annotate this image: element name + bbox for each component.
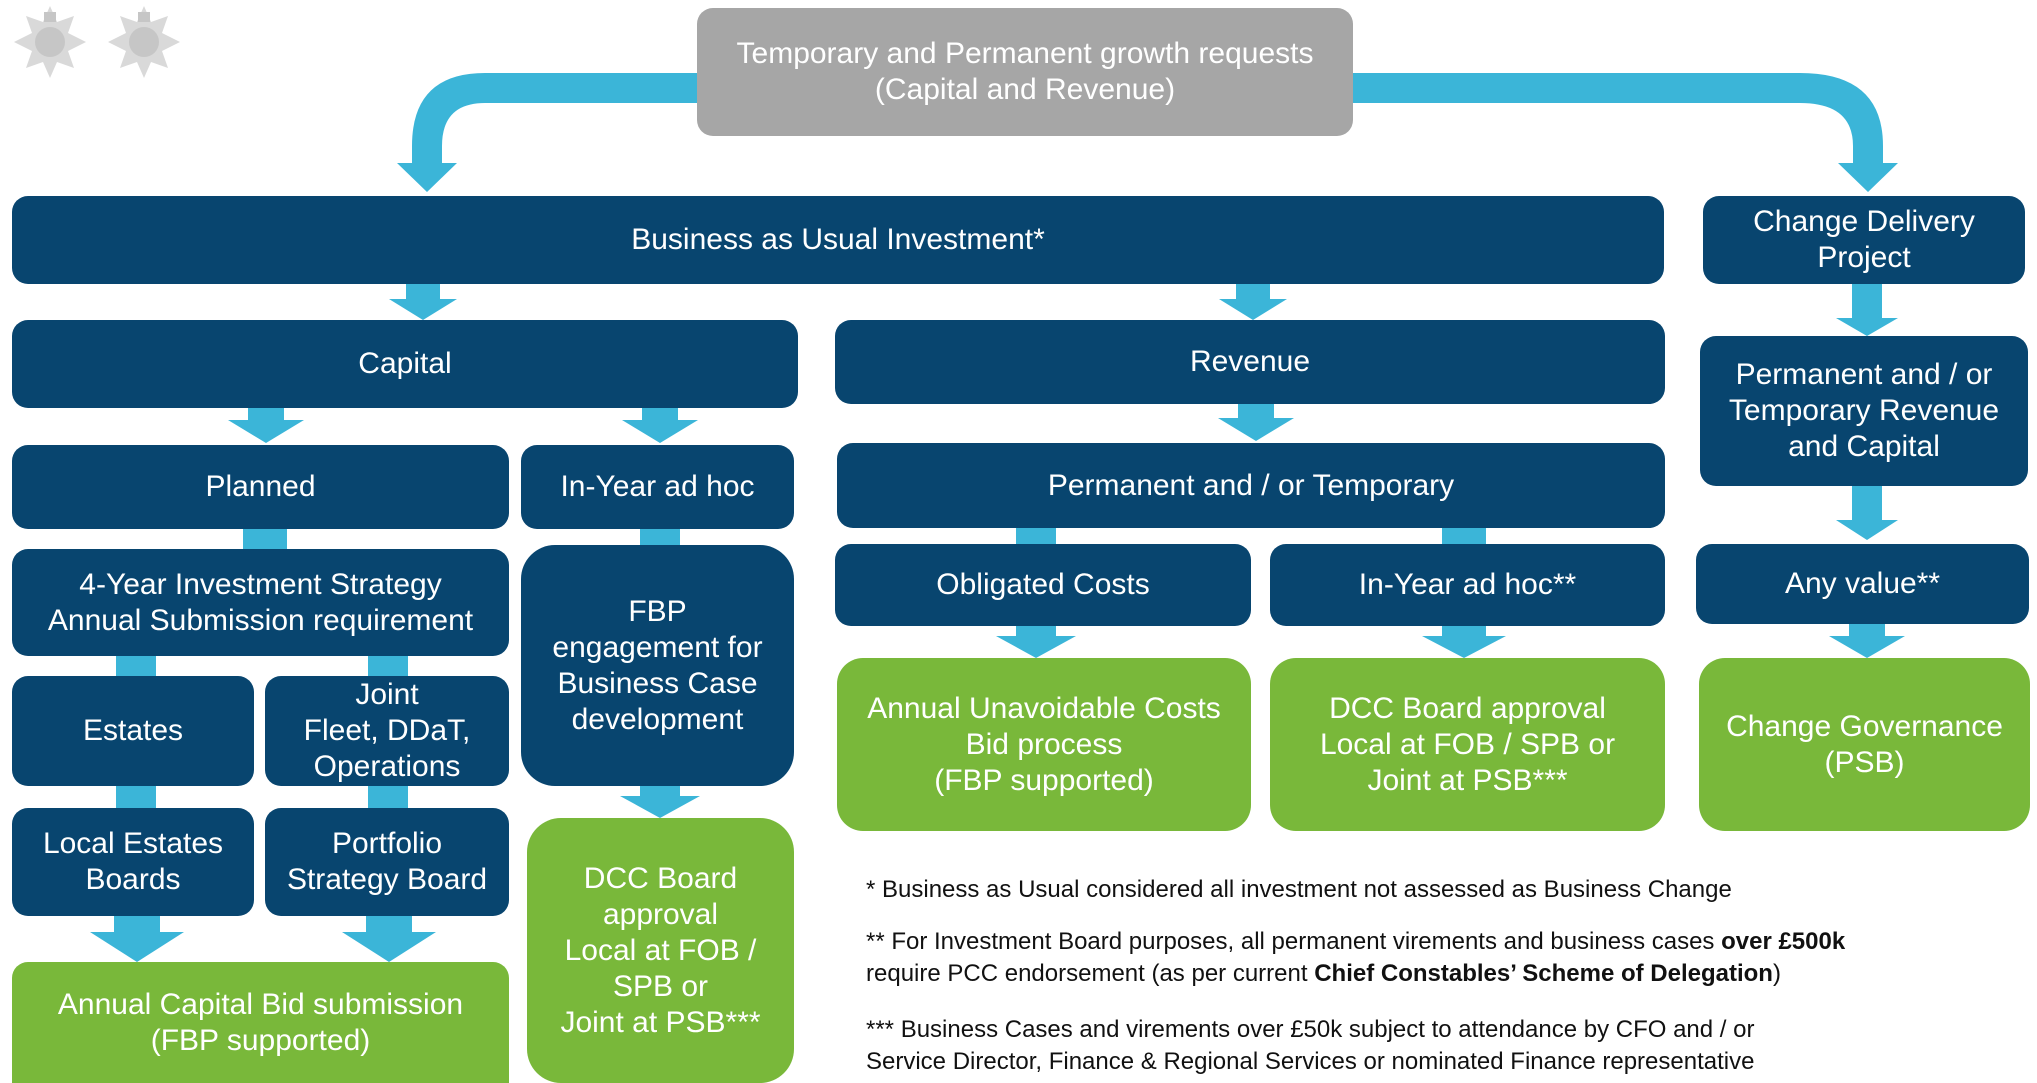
- police-crest-icon: [108, 6, 180, 78]
- footnote-3: *** Business Cases and virements over £5…: [866, 1014, 2016, 1078]
- capital-inyear-box: In-Year ad hoc: [521, 445, 794, 529]
- link-permtemp-obligated: [1016, 528, 1056, 544]
- arrow-obligated-green: [996, 626, 1076, 658]
- revenue-box: Revenue: [835, 320, 1665, 404]
- joint-label: Joint Fleet, DDaT, Operations: [303, 678, 471, 783]
- arrow-bau-revenue: [1219, 284, 1287, 320]
- link-strategy-estates: [116, 656, 156, 676]
- link-inyear-fbp: [640, 529, 680, 545]
- link-estates-local: [116, 786, 156, 808]
- perm-temp-revenue-capital-label: Permanent and / or Temporary Revenue and…: [1728, 358, 2000, 463]
- arrow-bau-capital: [389, 284, 457, 320]
- arrow-fbp-dcc: [620, 786, 700, 818]
- footnote-1-text: * Business as Usual considered all inves…: [866, 876, 1732, 903]
- perm-temp-revenue-capital-box: Permanent and / or Temporary Revenue and…: [1700, 336, 2028, 486]
- growth-requests-label: Temporary and Permanent growth requests …: [736, 37, 1314, 106]
- dcc-revenue-box: DCC Board approval Local at FOB / SPB or…: [1270, 658, 1665, 831]
- dcc-revenue-label: DCC Board approval Local at FOB / SPB or…: [1319, 691, 1616, 797]
- footnote-2: ** For Investment Board purposes, all pe…: [866, 926, 2016, 990]
- footnote-3-text-a: *** Business Cases and virements over £5…: [866, 1016, 1755, 1043]
- fbp-engagement-label: FBP engagement for Business Case develop…: [552, 594, 763, 736]
- revenue-label: Revenue: [1189, 345, 1311, 378]
- annual-unavoidable-label: Annual Unavoidable Costs Bid process (FB…: [867, 691, 1221, 797]
- any-value-label: Any value**: [1784, 567, 1941, 600]
- obligated-costs-label: Obligated Costs: [936, 568, 1150, 601]
- perm-or-temp-label: Permanent and / or Temporary: [1047, 468, 1455, 502]
- change-delivery-label: Change Delivery Project: [1753, 205, 1975, 274]
- portfolio-strategy-board-label: Portfolio Strategy Board: [286, 827, 488, 896]
- change-delivery-box: Change Delivery Project: [1703, 196, 2025, 284]
- arrow-anyvalue-green: [1829, 624, 1905, 658]
- planned-box: Planned: [12, 445, 509, 529]
- arrow-change-perm: [1836, 284, 1898, 336]
- joint-box: Joint Fleet, DDaT, Operations: [265, 676, 509, 786]
- dcc-capital-label: DCC Board approval Local at FOB / SPB or…: [560, 861, 761, 1039]
- footnote-2-text-a: ** For Investment Board purposes, all pe…: [866, 928, 1722, 955]
- arrow-perm-anyvalue: [1836, 486, 1898, 540]
- dcc-capital-box: DCC Board approval Local at FOB / SPB or…: [527, 818, 794, 1083]
- fbp-engagement-box: FBP engagement for Business Case develop…: [521, 545, 794, 786]
- planned-label: Planned: [205, 470, 316, 503]
- link-joint-portfolio: [368, 786, 408, 808]
- footnote-3-text-b: Service Director, Finance & Regional Ser…: [866, 1048, 1755, 1075]
- arrow-capital-planned: [228, 408, 304, 443]
- bau-investment-label: Business as Usual Investment*: [631, 223, 1045, 256]
- footnote-1: * Business as Usual considered all inves…: [866, 874, 2016, 906]
- change-governance-label: Change Governance (PSB): [1726, 709, 2003, 779]
- estates-box: Estates: [12, 676, 254, 786]
- arrow-local-annual: [90, 916, 184, 962]
- local-estates-boards-label: Local Estates Boards: [42, 827, 224, 896]
- connector-top-right: [1352, 73, 1898, 192]
- annual-capital-bid-label: Annual Capital Bid submission (FBP suppo…: [57, 987, 464, 1057]
- arrow-capital-inyear: [622, 408, 698, 443]
- arrow-revenue-permtemp: [1218, 404, 1294, 441]
- capital-label: Capital: [358, 347, 452, 380]
- any-value-box: Any value**: [1696, 544, 2029, 624]
- footnote-2-text-e: ): [1772, 960, 1781, 987]
- change-governance-box: Change Governance (PSB): [1699, 658, 2030, 831]
- arrow-portfolio-annual: [342, 916, 436, 962]
- revenue-inyear-label: In-Year ad hoc**: [1358, 568, 1577, 601]
- obligated-costs-box: Obligated Costs: [835, 544, 1251, 626]
- investment-strategy-label: 4-Year Investment Strategy Annual Submis…: [47, 567, 474, 637]
- growth-requests-box: Temporary and Permanent growth requests …: [697, 8, 1353, 136]
- revenue-inyear-box: In-Year ad hoc**: [1270, 544, 1665, 626]
- estates-label: Estates: [82, 714, 184, 747]
- portfolio-strategy-board-box: Portfolio Strategy Board: [265, 808, 509, 916]
- connector-top-left: [397, 73, 697, 192]
- link-planned-strategy: [243, 529, 287, 549]
- link-strategy-joint: [368, 656, 408, 676]
- footnote-2-bold-a: over £500k: [1721, 928, 1846, 955]
- footnote-2-text-c: require PCC endorsement (as per current: [866, 960, 1315, 987]
- capital-box: Capital: [12, 320, 798, 408]
- police-crest-icon: [14, 6, 86, 78]
- arrow-inyear-green: [1422, 626, 1506, 658]
- bau-investment-box: Business as Usual Investment*: [12, 196, 1664, 284]
- perm-or-temp-box: Permanent and / or Temporary: [837, 443, 1665, 528]
- annual-unavoidable-box: Annual Unavoidable Costs Bid process (FB…: [837, 658, 1251, 831]
- investment-strategy-box: 4-Year Investment Strategy Annual Submis…: [12, 549, 509, 656]
- local-estates-boards-box: Local Estates Boards: [12, 808, 254, 916]
- link-permtemp-inyear: [1442, 528, 1486, 544]
- footnote-2-bold-d: Chief Constables’ Scheme of Delegation: [1314, 960, 1773, 987]
- annual-capital-bid-box: Annual Capital Bid submission (FBP suppo…: [12, 962, 509, 1083]
- capital-inyear-label: In-Year ad hoc: [560, 470, 755, 503]
